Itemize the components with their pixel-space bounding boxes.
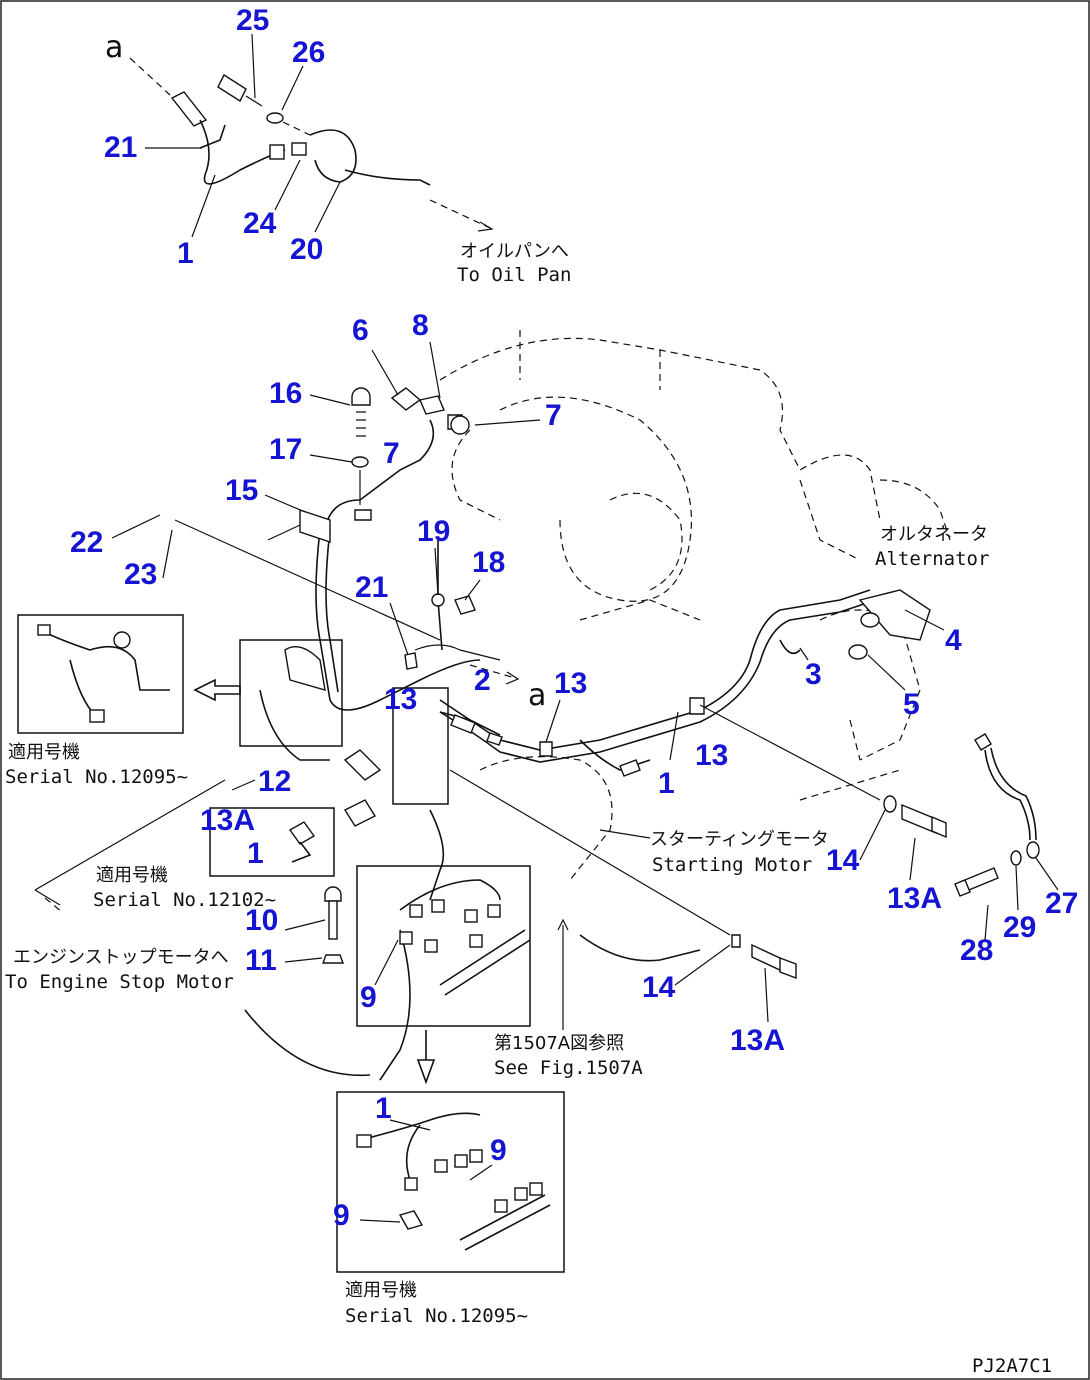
inset-mid (239, 639, 343, 747)
caption-applicable-1: 適用号機 (8, 742, 80, 763)
callouts: 25 26 21 1 24 20 6 8 7 7 16 17 15 22 23 … (70, 4, 1078, 1232)
inset-left (17, 614, 241, 734)
callout-1-top: 1 (177, 237, 194, 270)
caption-see-fig-en: See Fig.1507A (494, 1057, 643, 1079)
callout-1-main: 1 (658, 767, 675, 800)
callout-13A: 13A (200, 804, 255, 837)
callout-26: 25 (236, 4, 269, 37)
caption-serial-12102: Serial No.12102~ (93, 889, 276, 911)
callout-2: 2 (474, 664, 491, 697)
callout-7-left: 7 (383, 437, 400, 470)
callout-16: 15 (225, 474, 258, 507)
callout-6: 6 (352, 314, 369, 347)
callout-19: 18 (472, 546, 505, 579)
ref-letter-a-main: a (528, 678, 546, 713)
ground-strap-group (954, 733, 1040, 897)
callout-15-right: 14 (826, 844, 860, 877)
bolts-14-15 (731, 795, 947, 980)
inset-connectors (356, 865, 531, 1085)
callout-13-far: 13 (695, 739, 728, 772)
callout-15-bottom: 14 (642, 971, 676, 1004)
caption-engine-stop-jp: エンジンストップモータへ (13, 947, 229, 968)
callout-23: 22 (70, 526, 103, 559)
captions: オイルパンへ To Oil Pan オルタネータ Alternator スターテ… (5, 30, 1052, 1377)
callout-24: 23 (124, 558, 157, 591)
caption-serial-12095-1: Serial No.12095~ (5, 766, 188, 788)
caption-serial-12095-2: Serial No.12095~ (345, 1305, 528, 1327)
oil-pan-sensor-group (129, 57, 494, 232)
callout-4: 4 (945, 624, 962, 657)
callout-17: 16 (269, 377, 302, 410)
inset-13A (209, 807, 335, 877)
caption-starting-motor-jp: スターティングモータ (650, 829, 829, 850)
callout-27: 26 (292, 36, 325, 69)
caption-alternator-en: Alternator (875, 548, 989, 570)
callout-9-main: 9 (360, 981, 377, 1014)
callout-11: 11 (245, 944, 277, 977)
leader-lines (111, 33, 1059, 1223)
callout-14-right: 13A (887, 882, 942, 915)
callout-29: 28 (960, 934, 993, 967)
ref-letter-a-top: a (105, 30, 123, 65)
callout-25: 24 (243, 207, 277, 240)
callout-13-right: 13 (554, 667, 587, 700)
callout-22-top: 21 (104, 131, 137, 164)
callout-28: 27 (1045, 887, 1078, 920)
inset-clamp (392, 687, 449, 805)
callout-21: 20 (290, 233, 323, 266)
callout-18: 17 (269, 433, 302, 466)
caption-starting-motor-en: Starting Motor (652, 854, 812, 876)
callout-3: 3 (805, 658, 822, 691)
drawing-code: PJ2A7C1 (972, 1355, 1052, 1377)
inset-bottom (336, 1091, 565, 1273)
callout-1-bottom: 1 (375, 1092, 392, 1125)
callout-20: 19 (417, 515, 450, 548)
callout-22-main: 21 (355, 571, 388, 604)
callout-9-bottom-left: 9 (333, 1199, 350, 1232)
callout-5: 5 (903, 688, 920, 721)
caption-applicable-3: 適用号機 (345, 1280, 417, 1301)
caption-engine-stop-en: To Engine Stop Motor (5, 971, 234, 993)
caption-oil-pan-en: To Oil Pan (457, 264, 571, 286)
callout-30: 29 (1003, 911, 1036, 944)
callout-1-13A: 1 (247, 837, 264, 870)
engine-outline (439, 330, 951, 881)
callout-9-bottom-right: 9 (490, 1134, 507, 1167)
callout-12: 12 (258, 765, 291, 798)
callout-7-right: 7 (545, 399, 562, 432)
callout-14-bottom: 13A (730, 1024, 785, 1057)
caption-alternator-jp: オルタネータ (880, 524, 988, 545)
main-harness (34, 387, 931, 1081)
callout-8: 8 (412, 309, 429, 342)
caption-applicable-2: 適用号機 (96, 865, 168, 886)
callout-13-mid: 13 (384, 683, 417, 716)
caption-see-fig-jp: 第1507A図参照 (494, 1033, 624, 1054)
caption-oil-pan-jp: オイルパンへ (460, 241, 569, 262)
callout-10: 10 (245, 904, 278, 937)
